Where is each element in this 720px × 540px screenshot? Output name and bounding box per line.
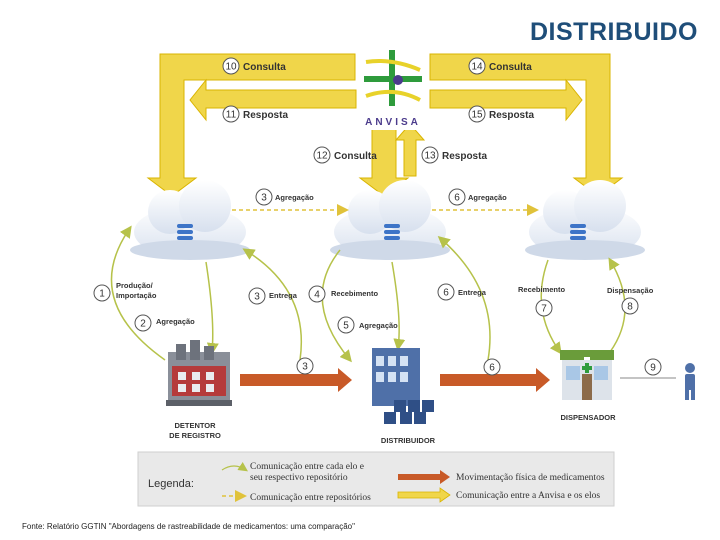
flow-step-5-circle	[337, 316, 355, 334]
top-step-label-10: Consulta	[243, 62, 286, 73]
physical-step-9-circle	[644, 358, 662, 376]
flow-step-7-circle	[535, 299, 553, 317]
distributor-label: DISTRIBUIDOR	[381, 436, 436, 445]
repo-step-3-number: 3	[261, 193, 267, 204]
repo-step-6-circle	[448, 188, 466, 206]
anvisa-logo-text: ANVISA	[365, 117, 421, 128]
flow-step-3-number: 3	[254, 292, 260, 303]
flow-step-label-7: Recebimento	[518, 285, 566, 294]
repository-cloud-distributor	[330, 180, 450, 260]
top-step-label-13: Resposta	[442, 151, 487, 162]
top-step-12-number: 12	[316, 151, 328, 162]
top-step-label-14: Consulta	[489, 62, 532, 73]
pharmacy-icon	[560, 350, 614, 400]
flow-step-label-2: Agregação	[156, 317, 195, 326]
flow-step-2-number: 2	[140, 319, 146, 330]
database-icon	[384, 224, 400, 240]
top-step-11-number: 11	[226, 110, 237, 121]
physical-movement-arrows	[240, 368, 550, 392]
patient-icon	[685, 363, 695, 400]
top-step-10-circle	[222, 57, 240, 75]
legend-item-anvisa: Comunicação entre a Anvisa e os elos	[456, 491, 600, 501]
flow-step-5-number: 5	[343, 321, 349, 332]
repo-step-6-number: 6	[454, 193, 460, 204]
top-step-label-12: Consulta	[334, 151, 377, 162]
top-step-15-number: 15	[471, 110, 483, 121]
dispenser-label: DISPENSADOR	[560, 413, 616, 422]
top-step-15-circle	[468, 105, 486, 123]
flow-step-8-circle	[621, 297, 639, 315]
top-step-13-circle	[421, 146, 439, 164]
top-step-14-circle	[468, 57, 486, 75]
flow-step-2-circle	[134, 314, 152, 332]
physical-step-6-circle	[483, 358, 501, 376]
factory-icon	[166, 340, 232, 406]
flow-step-6-circle	[437, 283, 455, 301]
physical-step-3-circle	[296, 357, 314, 375]
flow-step-1-circle	[93, 284, 111, 302]
distributor-building-icon	[372, 348, 434, 424]
database-icon	[177, 224, 193, 240]
top-step-14-number: 14	[471, 62, 483, 73]
repo-step-label-3: Agregação	[275, 193, 314, 202]
flow-step-7-number: 7	[541, 304, 547, 315]
legend-title: Legenda:	[148, 478, 194, 490]
physical-step-3-number: 3	[302, 362, 308, 373]
repository-cloud-dispenser	[525, 180, 645, 260]
repo-step-3-circle	[255, 188, 273, 206]
top-step-10-number: 10	[225, 62, 237, 73]
anvisa-logo: ANVISA	[358, 44, 428, 130]
legend-item-physical: Movimentação física de medicamentos	[456, 472, 605, 483]
flow-step-4-circle	[308, 285, 326, 303]
flow-step-label-5: Agregação	[359, 321, 398, 330]
source-note: Fonte: Relatório GGTIN "Abordagens de ra…	[22, 522, 355, 531]
page-title: DISTRIBUIDO	[530, 18, 698, 46]
top-step-11-circle	[222, 105, 240, 123]
flow-step-8-number: 8	[627, 302, 633, 313]
top-step-12-circle	[313, 146, 331, 164]
flow-step-3-circle	[248, 287, 266, 305]
top-step-13-number: 13	[424, 151, 436, 162]
flow-step-label-4: Recebimento	[331, 289, 379, 298]
physical-step-6-number: 6	[489, 363, 495, 374]
flow-step-label-1: Produção/Importação	[116, 281, 157, 300]
flow-step-label-3: Entrega	[269, 291, 298, 300]
flow-step-label-6: Entrega	[458, 288, 487, 297]
flow-step-label-8: Dispensação	[607, 286, 654, 295]
flow-step-6-number: 6	[443, 288, 449, 299]
database-icon	[570, 224, 586, 240]
physical-step-9-number: 9	[650, 363, 656, 374]
top-step-label-11: Resposta	[243, 110, 288, 121]
top-step-label-15: Resposta	[489, 110, 534, 121]
elo-repository-arrows	[110, 225, 626, 363]
flow-step-4-number: 4	[314, 290, 320, 301]
repository-cloud-holder	[130, 180, 250, 260]
repo-step-label-6: Agregação	[468, 193, 507, 202]
flow-step-1-number: 1	[99, 289, 105, 300]
legend-item-repositories: Comunicação entre repositórios	[250, 493, 371, 503]
